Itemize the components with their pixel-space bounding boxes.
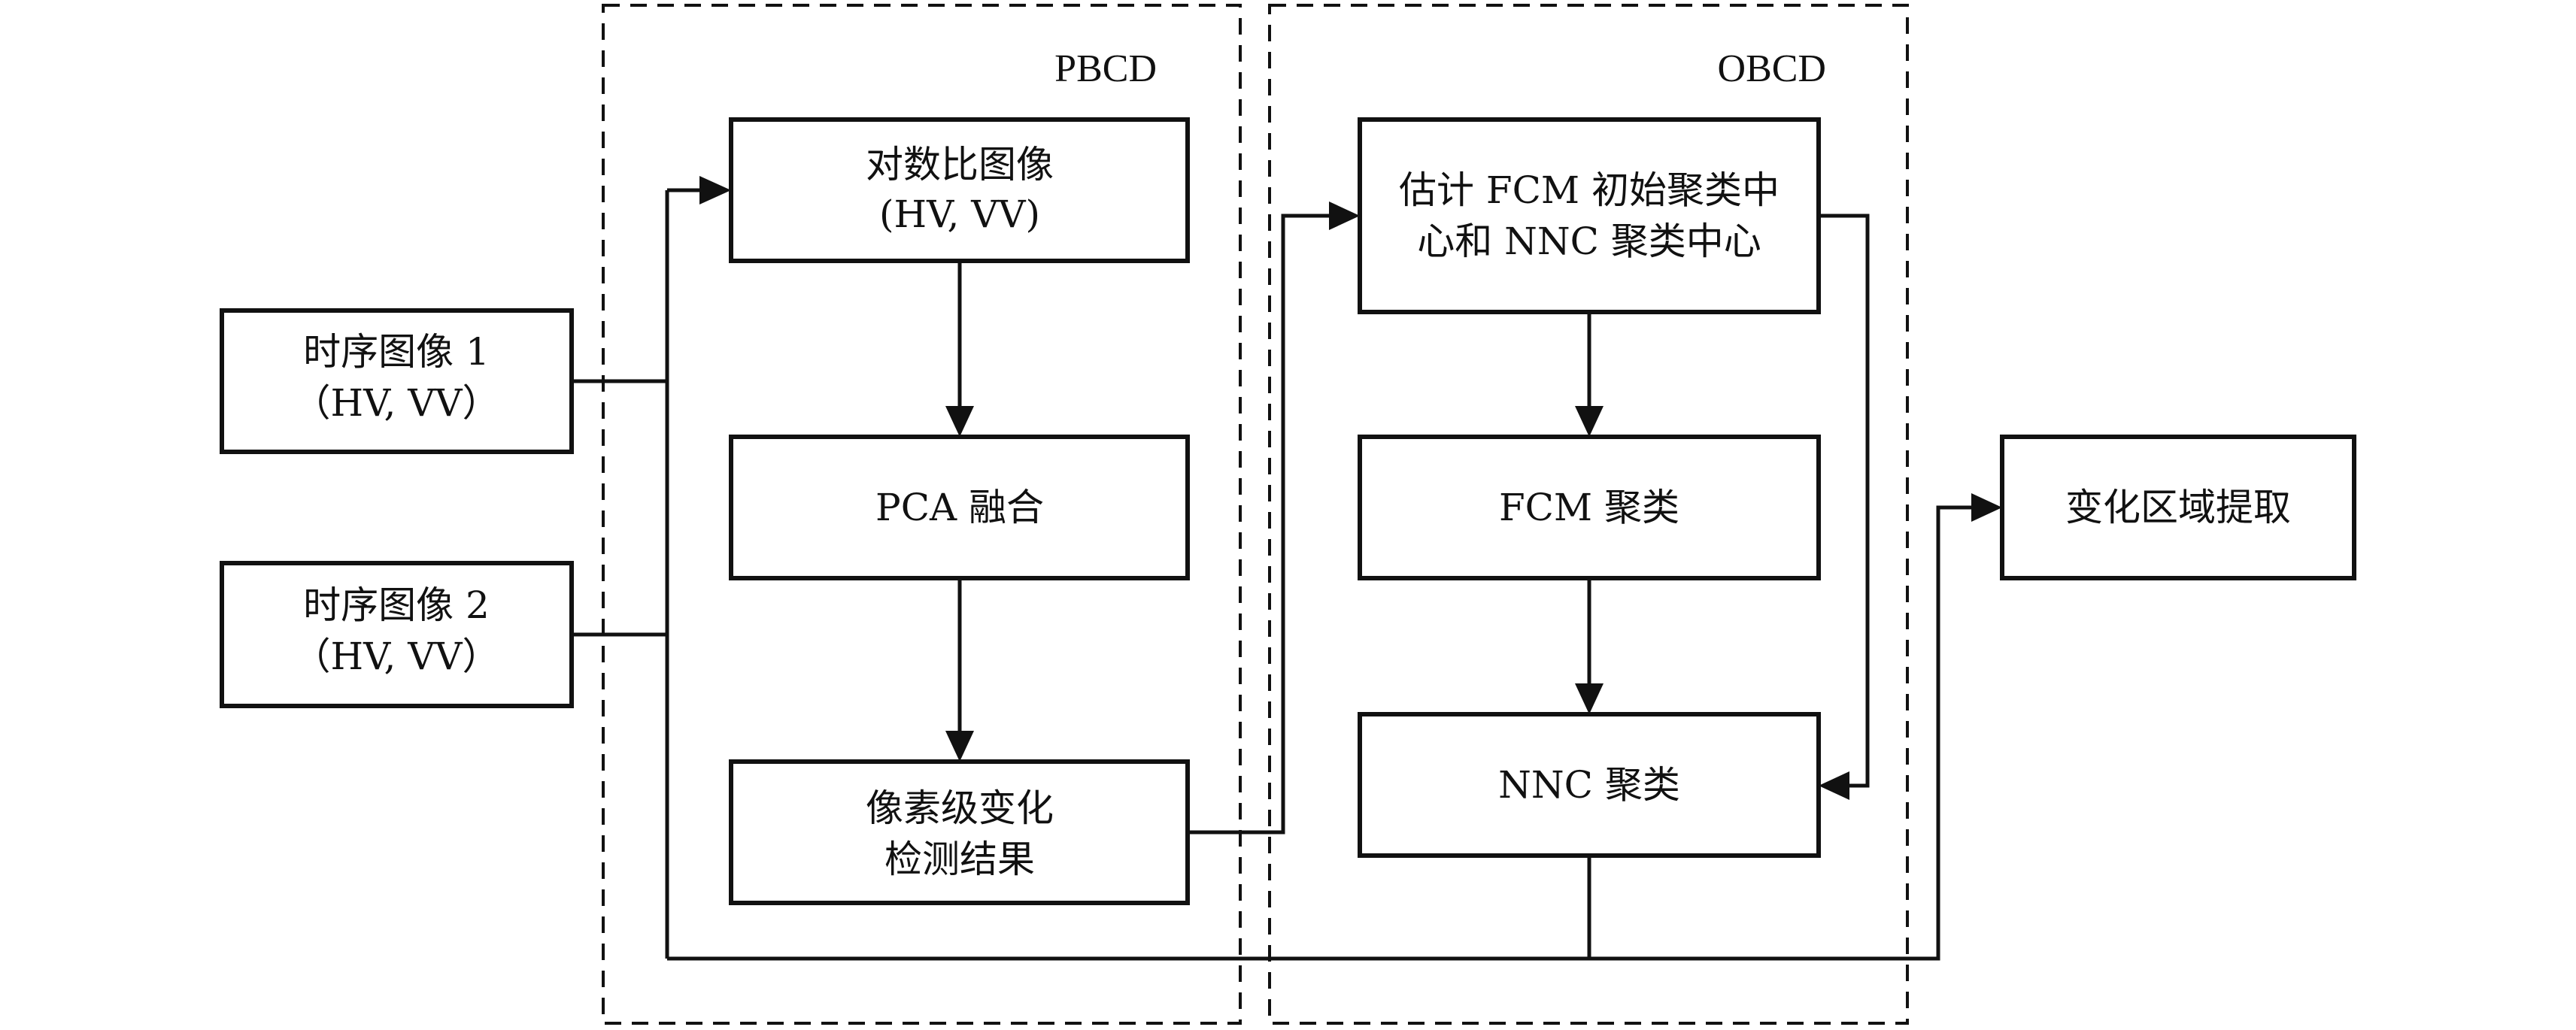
input1-line-1: 时序图像 1 [303, 330, 490, 374]
arrow-to-logratio [699, 176, 731, 204]
input1-line-2: （HV, VV） [293, 381, 500, 425]
arrow-to-nnc [1575, 683, 1604, 714]
node-input1: 时序图像 1 （HV, VV） [220, 308, 574, 454]
extract-label: 变化区域提取 [2065, 486, 2291, 529]
node-pixel-result: 像素级变化 检测结果 [729, 759, 1190, 905]
arrow-to-extract [1971, 493, 2002, 522]
node-fcm: FCM 聚类 [1358, 435, 1821, 580]
pixel-result-line-2: 检测结果 [884, 838, 1035, 881]
input2-line-1: 时序图像 2 [303, 583, 490, 627]
arrow-to-pca [945, 406, 974, 437]
pca-label: PCA 融合 [875, 486, 1044, 529]
obcd-group-border [1268, 4, 1909, 1025]
obcd-group-label: OBCD [1718, 47, 1826, 90]
nnc-label: NNC 聚类 [1498, 763, 1680, 807]
fcm-label: FCM 聚类 [1499, 486, 1679, 529]
node-nnc: NNC 聚类 [1358, 712, 1821, 858]
node-extract: 变化区域提取 [2000, 435, 2356, 580]
arrow-to-pixel-result [945, 731, 974, 762]
arrow-to-nnc-side [1819, 771, 1849, 800]
estimate-line-2: 心和 NNC 聚类中心 [1417, 220, 1761, 263]
input2-line-2: （HV, VV） [293, 635, 500, 678]
node-estimate: 估计 FCM 初始聚类中 心和 NNC 聚类中心 [1358, 117, 1821, 314]
node-input2: 时序图像 2 （HV, VV） [220, 561, 574, 708]
estimate-line-1: 估计 FCM 初始聚类中 [1399, 168, 1780, 212]
node-log-ratio: 对数比图像 (HV, VV) [729, 117, 1190, 263]
log-ratio-line-1: 对数比图像 [866, 143, 1054, 186]
pbcd-group-border [602, 4, 1242, 1025]
pixel-to-estimate-wire [1188, 214, 1333, 835]
pbcd-group-label: PBCD [1054, 47, 1157, 90]
node-pca: PCA 融合 [729, 435, 1190, 580]
pixel-result-line-1: 像素级变化 [866, 786, 1054, 830]
arrow-to-estimate [1329, 201, 1360, 230]
arrow-to-fcm [1575, 406, 1604, 437]
log-ratio-line-2: (HV, VV) [879, 192, 1040, 236]
estimate-to-nnc-side-wire [1819, 214, 1870, 788]
bottom-to-extract-wire [667, 505, 1975, 961]
